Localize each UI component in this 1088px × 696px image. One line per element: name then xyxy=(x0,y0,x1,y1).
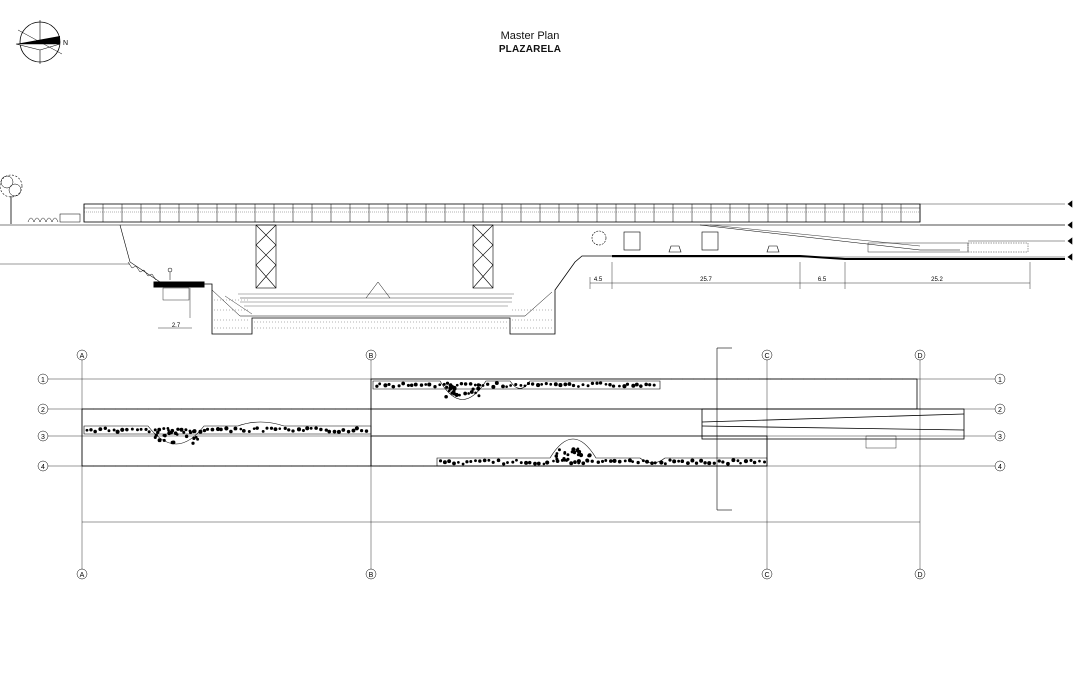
axis-label-b-bottom: B xyxy=(369,572,374,579)
axis-label-4-left: 4 xyxy=(41,464,45,471)
axis-label-d-top: D xyxy=(917,353,922,360)
north-label: N xyxy=(63,40,68,47)
tree-icon xyxy=(0,174,23,224)
grid-axis-marker: 2 2 xyxy=(37,403,1006,415)
bridge-deck xyxy=(83,203,921,223)
axis-label-b-top: B xyxy=(369,353,374,360)
dimension-label: 4.5 xyxy=(594,277,603,283)
dimension-label: 25.2 xyxy=(931,277,943,283)
axis-label-2-left: 2 xyxy=(41,407,45,414)
grid-axis-marker: 4 4 xyxy=(37,460,1006,472)
bridge-pier xyxy=(472,224,494,289)
axis-label-3-right: 3 xyxy=(998,434,1002,441)
planting-bed xyxy=(436,438,768,467)
planting-bed xyxy=(83,421,372,445)
grid-axis-marker: 3 3 xyxy=(37,430,1006,442)
person-icon xyxy=(167,267,173,280)
compass-icon: N xyxy=(15,20,68,64)
river-channel xyxy=(204,255,612,335)
axis-label-1-left: 1 xyxy=(41,377,45,384)
shrub-group xyxy=(27,213,81,223)
level-marker-icon xyxy=(1067,200,1073,261)
axis-label-c-top: C xyxy=(764,353,769,360)
dimension-label: 6.5 xyxy=(818,277,827,283)
axis-label-3-left: 3 xyxy=(41,434,45,441)
project-name: PLAZARELA xyxy=(498,44,562,55)
grid-axis-marker: C C xyxy=(761,349,773,580)
grid-axis-marker: B B xyxy=(365,349,377,580)
grid-axis-marker: A A xyxy=(76,349,88,580)
bridge-pier xyxy=(255,224,277,289)
section-elevation xyxy=(0,174,1073,335)
title-block: Master Plan PLAZARELA xyxy=(430,30,630,56)
axis-label-a-top: A xyxy=(80,353,85,360)
axis-label-c-bottom: C xyxy=(764,572,769,579)
dimension-label: 25.7 xyxy=(700,277,712,283)
grid-axis-marker: D D xyxy=(914,349,926,580)
car-icon xyxy=(591,230,780,253)
grid-axis-marker: 1 1 xyxy=(37,373,1006,385)
axis-label-4-right: 4 xyxy=(998,464,1002,471)
dimension-label: 2.7 xyxy=(172,323,181,329)
axis-label-1-right: 1 xyxy=(998,377,1002,384)
axis-label-2-right: 2 xyxy=(998,407,1002,414)
master-plan xyxy=(46,347,995,570)
drawing-title: Master Plan xyxy=(500,30,560,42)
axis-label-a-bottom: A xyxy=(80,572,85,579)
planting-bed xyxy=(372,380,661,400)
axis-label-d-bottom: D xyxy=(917,572,922,579)
